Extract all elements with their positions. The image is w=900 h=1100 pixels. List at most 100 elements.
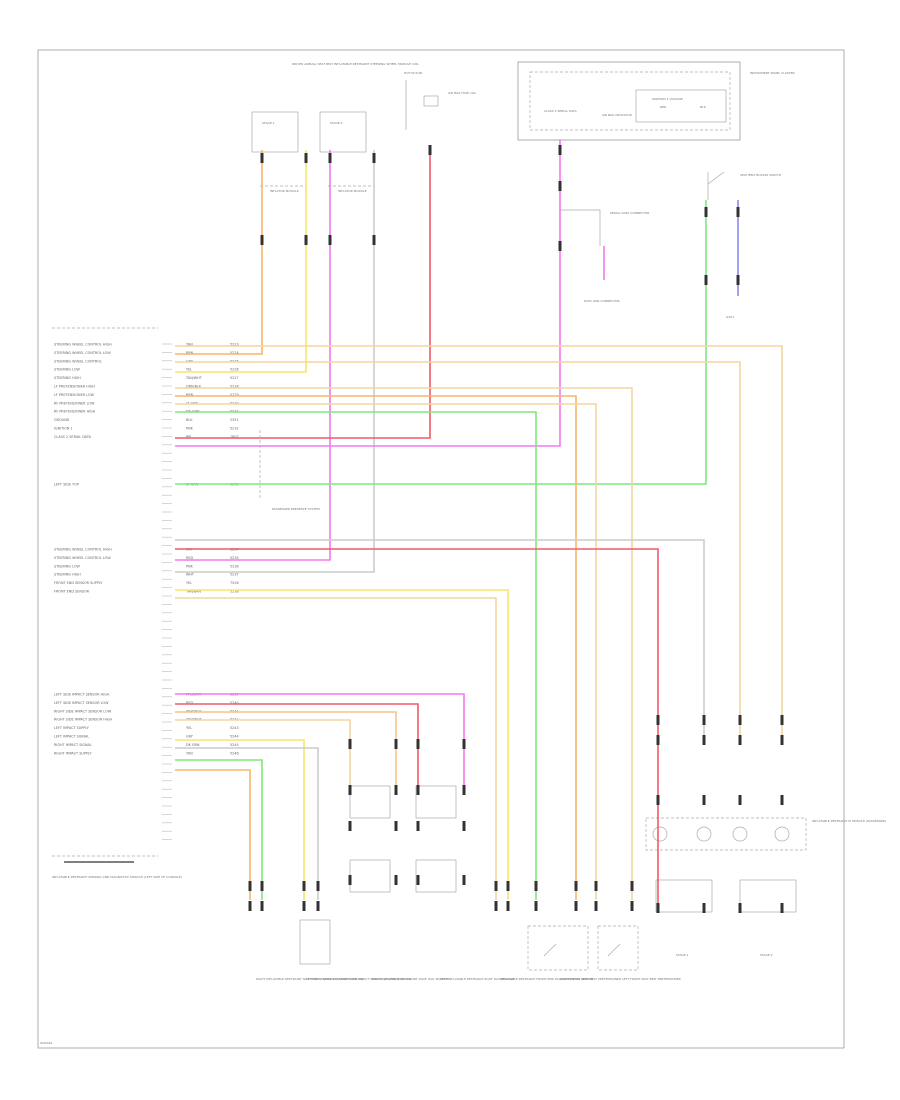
pin-label: RIGHT SIDE IMPACT SENSOR LOW [54,709,112,713]
pin-circuit: 5224 [230,351,239,355]
connector-pin [738,715,742,725]
connector-pin [394,821,398,831]
pin-label: RF PRETENSIONER LOW [54,401,95,405]
pin-wire-color: TAN [185,751,193,755]
connector-pin [506,901,510,911]
connector-pin [416,875,420,885]
pin-label: FRONT END SENSOR [54,590,90,594]
bottom-caption: LEFT INFLATABLE RESTRAINT ROOF RAIL MODU… [440,977,514,981]
connector-pin [394,875,398,885]
connector-pin [372,235,376,245]
bottom-caption: LEFT FRONT SEAT BELT PRETENSIONER [622,977,681,981]
connector-pin [462,875,466,885]
connector-pin [494,881,498,891]
bottom-caption: LEFT INFLATABLE RESTRAINT SIDE IMPACT SE… [306,977,411,981]
bottom-caption: RIGHT FRONT SEAT BELT PRETENSIONER [560,977,621,981]
bottom-caption: RIGHT INFLATABLE RESTRAINT ROOF RAIL MOD… [372,977,449,981]
pin-circuit: 5238 [230,590,239,594]
pin-label: LEFT SIDE TOP [54,483,79,487]
pin-circuit: 5232 [230,427,239,431]
steering-wheel-module: DRIVER AIRBAG/ SEAT BELT INFLATABLE REST… [251,62,419,193]
wire [175,387,633,900]
connector-pin [260,901,264,911]
wire [175,200,707,485]
connector-pin [594,901,598,911]
wire [175,140,561,447]
seat-belt-switch: SEAT BELT BUCKLE SWITCH G201 [707,171,781,319]
wire [175,589,509,900]
wire [175,411,537,900]
connector-pin [302,901,306,911]
wire [175,597,497,900]
pass-stage2: STAGE 2 [760,953,773,957]
pin-circuit: 5245 [230,743,239,747]
pin-wire-color: PPL [186,435,192,439]
diagnostic-module-caption: INFLATABLE RESTRAINT SENSING AND DIAGNOS… [52,507,320,879]
connector-pin [260,153,264,163]
pin-label: STEERING LOW [54,564,81,568]
connector-pin [780,715,784,725]
pin-label: LEFT IMPACT SUPPLY [54,726,90,730]
pin-label: IGNITION 1 [54,427,73,431]
passenger-inflator: INFLATABLE RESTRAINT IP MODULE (PASSENGE… [645,817,886,957]
pin-circuit: 2351 [230,418,239,422]
pin-circuit: 7526 [230,581,239,585]
connector-pin [738,735,742,745]
wire [175,395,577,900]
pin-wire-color: BRN [186,351,194,355]
pin-circuit: 5235 [230,556,239,560]
ipc-inner4: RED [660,105,667,109]
connector-pin [702,795,706,805]
connector-pin [736,275,740,285]
wire [175,150,375,573]
top-stage1-label: STAGE 1 [262,121,275,125]
pin-stub-column [162,343,172,840]
connector-pin [558,145,562,155]
pin-circuit: 5228 [230,385,239,389]
pin-wire-color: TAN/WHT [185,376,203,380]
pin-circuit: 5246 [230,751,239,755]
connector-pin [462,821,466,831]
connector-pin [594,881,598,891]
wire [175,150,331,561]
pass-inflator-label: INFLATABLE RESTRAINT IP MODULE (PASSENGE… [812,819,886,823]
pin-wire-color: YEL [186,368,192,372]
seat-belt-switch-label: SEAT BELT BUCKLE SWITCH [740,173,781,177]
top-inflator2-label: INFLATOR MODULE [338,189,367,193]
pin-circuit: 5244 [230,735,239,739]
connector-pin [248,881,252,891]
connector-pin [736,207,740,217]
wire [175,150,431,439]
pin-label: LEFT IMPACT SIGNAL [54,735,89,739]
connector-pin [780,903,784,913]
connector-pin [416,739,420,749]
serial-data-conn-label: SERIAL DATA CONNECTOR [610,211,649,215]
diagram-frame [37,49,845,1049]
connector-pin [348,785,352,795]
bottom-caption: RIGHT INFLATABLE RESTRAINT SIDE IMPACT S… [256,977,363,981]
top-inflator1-label: INFLATOR MODULE [270,189,299,193]
data-link-label: DATA LINK CONNECTOR [584,299,620,303]
ipc-inner5: BLK [700,105,707,109]
connector-pin [780,795,784,805]
ipc-box-label: INSTRUMENT PANEL CLUSTER [750,71,795,75]
connector-pin [304,235,308,245]
hot-in-run-label: HOT IN RUN [404,71,422,75]
connector-pin [348,739,352,749]
connector-pin [704,275,708,285]
connector-pin [704,207,708,217]
pin-label: RIGHT IMPACT SIGNAL [54,743,92,747]
pin-wire-color: ORN/BLK [186,385,202,389]
connector-pin [348,821,352,831]
ground-label: G201 [726,315,734,319]
connector-pin [738,795,742,805]
connector-pin [574,901,578,911]
connector-pin [656,795,660,805]
pin-label: STEERING WHEEL CONTROL LOW [54,351,111,355]
connector-pin [630,881,634,891]
fuse-label: AIR BAG FUSE 10A [448,91,477,95]
passenger-presence-label: PASSENGER PRESENCE SYSTEM [272,507,320,511]
pin-wire-color: RED [186,701,193,705]
